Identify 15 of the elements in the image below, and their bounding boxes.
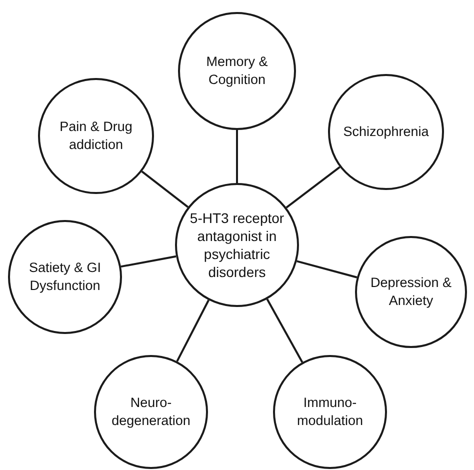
circle-label: Pain & Drug addiction — [58, 118, 134, 154]
circle-label: Neuro-degeneration — [111, 394, 191, 430]
connector-line — [176, 300, 210, 362]
connector-line — [286, 166, 340, 208]
circle-label: Immuno-modulation — [296, 394, 364, 430]
circle-label: Schizophrenia — [343, 123, 429, 141]
circle-label: Satiety & GI Dysfunction — [28, 259, 102, 295]
circle-label: Memory & Cognition — [205, 53, 269, 89]
connector-line — [266, 298, 304, 363]
connector-line — [120, 255, 176, 268]
connector-line — [236, 130, 238, 183]
circle-label: Depression & Anxiety — [369, 274, 453, 310]
connector-line — [296, 260, 358, 278]
circle-label: 5-HT3 receptor antagonist in psychiatric disorders — [189, 208, 285, 282]
connector-line — [141, 170, 189, 208]
